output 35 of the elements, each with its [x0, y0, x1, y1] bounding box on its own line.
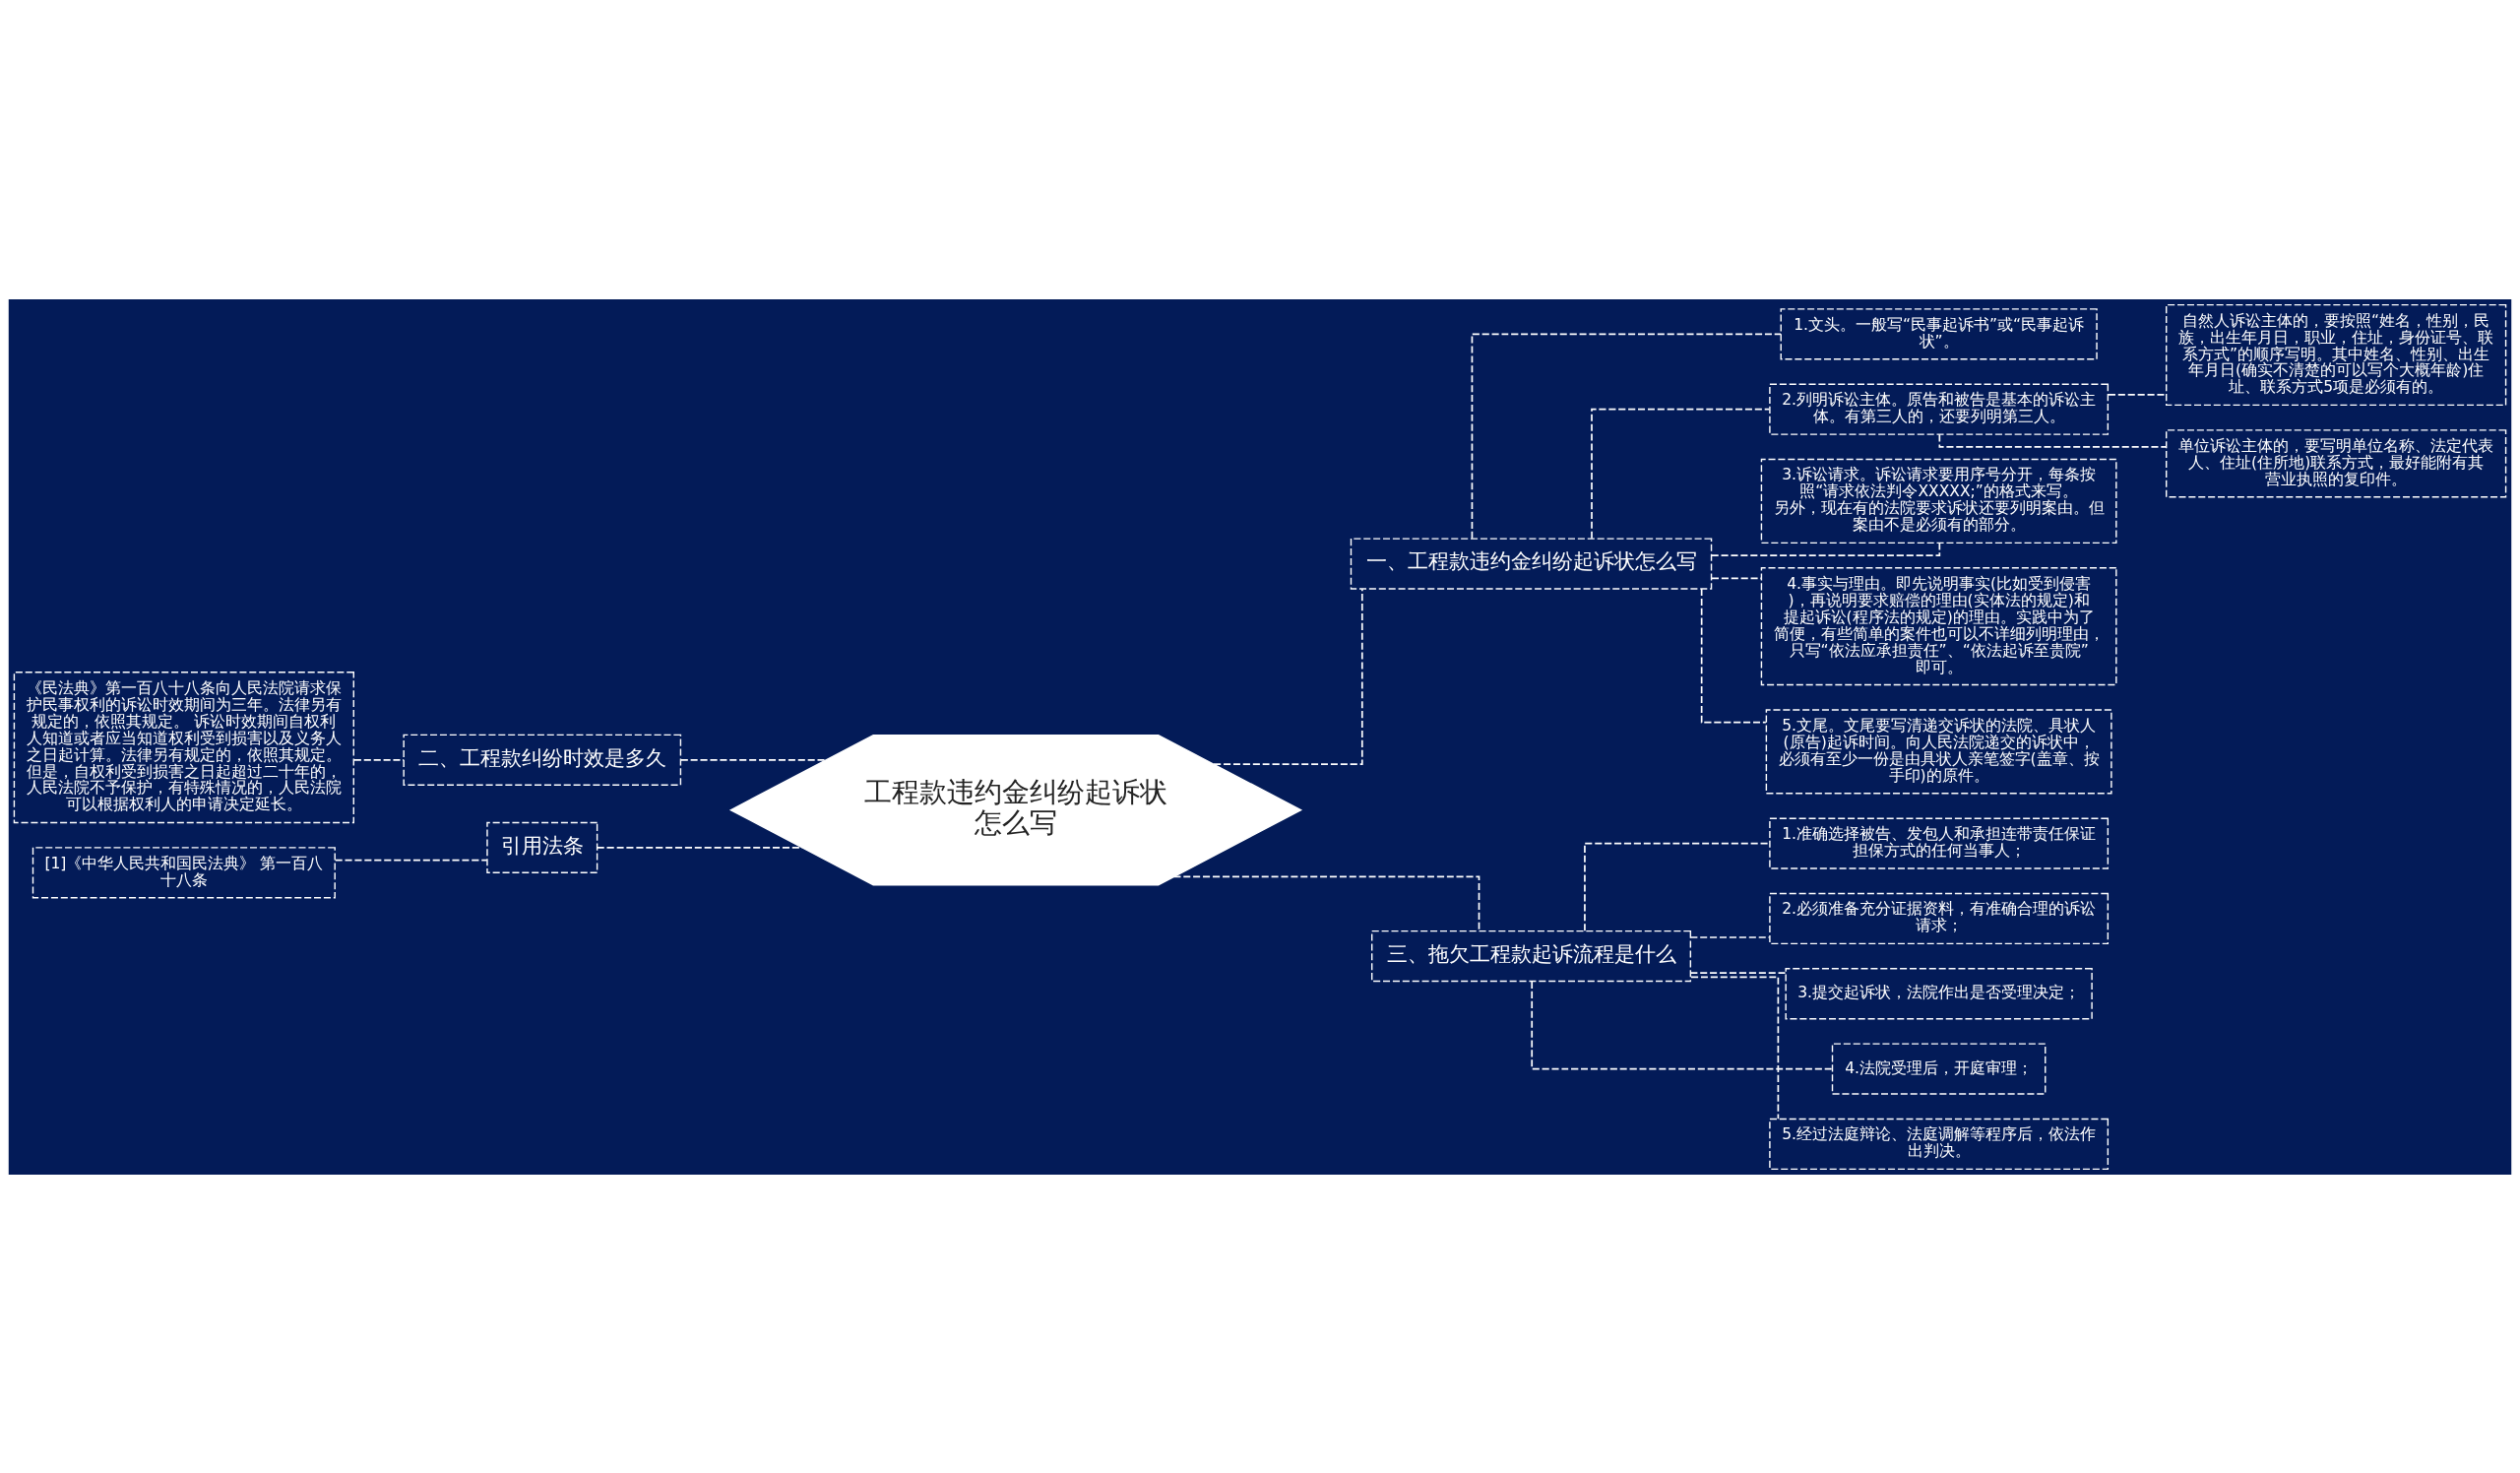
connector	[1591, 408, 1771, 539]
connector	[1689, 971, 1787, 974]
node-box: 2.必须准备充分证据资料，有准确合理的诉讼请求；	[1769, 892, 2110, 944]
connector	[1690, 975, 1780, 1120]
connector	[1531, 980, 1833, 1069]
node-box: 4.事实与理由。即先说明事实(比如受到侵害)，再说明要求赔偿的理由(实体法的规定)和提起诉讼(程序法的规定)的理由。实践中为了简便，有些简单的案件也可以不详细列明理由，只写“依法应承担责任”、“依法起诉至贵院”即可。	[1760, 566, 2117, 685]
node-box: 5.经过法庭辩论、法庭调解等程序后，依法作出判决。	[1769, 1118, 2110, 1170]
connector	[1471, 332, 1782, 540]
connector	[1710, 542, 1941, 556]
node-box: 4.法院受理后，开庭审理；	[1831, 1042, 2047, 1095]
connector	[334, 859, 488, 861]
node-box: 2.列明诉讼主体。原告和被告是基本的诉讼主体。有第三人的，还要列明第三人。	[1769, 383, 2110, 435]
node-box: 三、拖欠工程款起诉流程是什么	[1371, 929, 1692, 982]
connector	[680, 758, 827, 761]
connector	[1938, 432, 2168, 448]
node-box: 1.准确选择被告、发包人和承担连带责任保证担保方式的任何当事人；	[1769, 816, 2110, 869]
connector	[1689, 935, 1771, 938]
connector	[1711, 577, 1762, 579]
connector	[1584, 842, 1771, 931]
node-box: 一、工程款违约金纠纷起诉状怎么写	[1350, 537, 1713, 590]
node-box: 二、工程款纠纷时效是多久	[403, 734, 682, 786]
node-box: [1]《中华人民共和国民法典》 第一百八十八条	[32, 846, 336, 898]
node-box: 3.提交起诉状，法院作出是否受理决定；	[1785, 967, 2093, 1019]
node-box: 自然人诉讼主体的，要按照“姓名，性别，民族，出生年月日，职业，住址，身份证号、联系方式”的顺序写明。其中姓名、性别、出生年月日(确实不清楚的可以写个大概年龄)住址、联系方式5项是必须有的。	[2166, 303, 2507, 406]
node-box: 单位诉讼主体的，要写明单位名称、法定代表人、住址(住所地)联系方式，最好能附有其营业执照的复印件。	[2166, 428, 2507, 497]
connector	[1172, 875, 1480, 931]
node-box: 1.文头。一般写“民事起诉书”或“民事起诉状”。	[1780, 307, 2098, 359]
connector	[352, 758, 405, 761]
node-box: 引用法条	[486, 821, 598, 873]
node-box: 3.诉讼请求。诉讼请求要用序号分开，每条按照“请求依法判令XXXXX;”的格式来写。另外，现在有的法院要求诉状还要列明案由。但案由不是必须有的部分。	[1760, 458, 2117, 544]
connector	[2108, 393, 2167, 396]
connector	[1700, 587, 1767, 723]
connector	[1213, 587, 1363, 765]
node-box: 《民法典》第一百八十八条向人民法院请求保护民事权利的诉讼时效期间为三年。法律另有规定的，依照其规定。 诉讼时效期间自权利人知道或者应当知道权利受到损害以及义务人之日起计算。法律另有规定的，依照其规定。但是，自权利受到损害之日起超过二十年的，人民法院不予保护，有特殊情况的，人民法院可以根据权利人的申请决定延长。	[13, 671, 354, 823]
node-box: 5.文尾。文尾要写清递交诉状的法院、具状人(原告)起诉时间。向人民法院递交的诉状中，必须有至少一份是由具状人亲笔签字(盖章、按手印)的原件。	[1765, 708, 2112, 794]
